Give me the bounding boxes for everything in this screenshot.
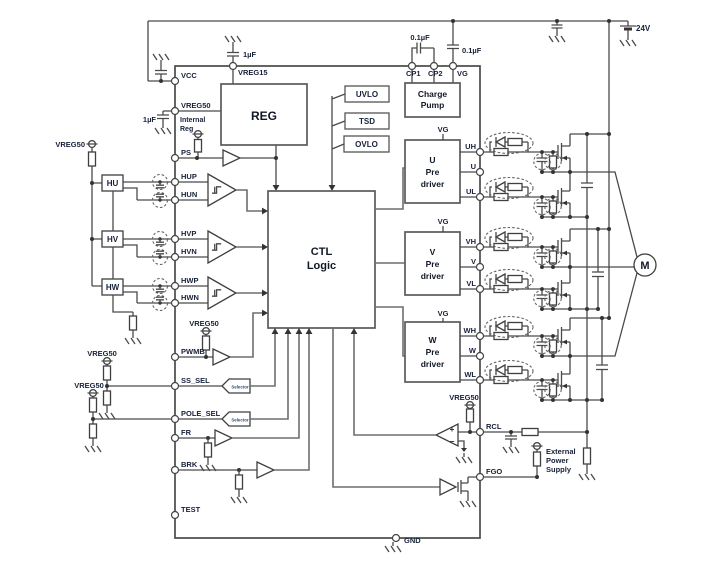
pin-label-ss-sel: SS_SEL [181, 376, 210, 385]
tsd-label: TSD [359, 117, 375, 126]
monitor-blocks: UVLO TSD OVLO [328, 85, 390, 191]
cap-vg-label: 0.1µF [462, 46, 482, 55]
pin-label-vg: VG [457, 69, 468, 78]
charge-pump-block: Charge Pump [404, 69, 461, 118]
pin-label-vcc: VCC [181, 71, 197, 80]
pin-label-rcl: RCL [486, 422, 502, 431]
vg-v-label: VG [438, 217, 449, 226]
pin-label-vh: VH [466, 237, 476, 246]
ctl-logic-block: CTL Logic [267, 190, 376, 329]
pin-label-ps: PS [181, 148, 191, 157]
ext-supply-label-3: Supply [546, 465, 572, 474]
pin-label-test: TEST [181, 505, 201, 514]
predriver-blocks: U Pre driver V Pre driver W Pre driver V… [375, 125, 480, 383]
pin-labels: VCC VREG50 PS HUP HUN HVP HVN HWP HWN PW… [181, 68, 502, 545]
motor: M [633, 253, 657, 277]
pin-label-wl: WL [464, 370, 476, 379]
charge-pump-label-1: Charge [418, 89, 448, 99]
pin-label-fr: FR [181, 428, 192, 437]
predriver-w-label-3: driver [421, 359, 445, 369]
ext-supply-label-2: Power [546, 456, 569, 465]
predriver-u-label-1: U [429, 155, 435, 165]
vg-u-label: VG [438, 125, 449, 134]
rcl-comp-minus: − [450, 437, 455, 446]
ext-supply-label-1: External [546, 447, 576, 456]
vg-w-label: VG [438, 309, 449, 318]
pin-label-hup: HUP [181, 172, 197, 181]
predriver-v-label-1: V [430, 247, 436, 257]
internal-reg-label-2: Reg [180, 126, 193, 133]
supply-24v-label: 24V [636, 24, 651, 33]
pin-label-hun: HUN [181, 190, 197, 199]
predriver-u-label-2: Pre [426, 167, 440, 177]
predriver-v-label-2: Pre [426, 259, 440, 269]
motor-label: M [640, 260, 649, 272]
predriver-w-label-1: W [428, 335, 437, 345]
hall-comparators [175, 172, 268, 311]
supply-rail-24v: 24V 1µF 1µF 0.1µF 0.1µF [143, 19, 651, 318]
pin-label-vreg50: VREG50 [181, 101, 211, 110]
ss-selector-label: Selector [231, 384, 249, 389]
fgo-external: External Power Supply [480, 441, 576, 479]
pin-label-cp2: CP2 [428, 69, 443, 78]
predriver-u-label-3: driver [421, 179, 445, 189]
predriver-w-label-2: Pre [426, 347, 440, 357]
control-inputs: VREG50 VREG50 Selector VREG50 [74, 309, 313, 504]
pole-selector-label: Selector [231, 417, 249, 422]
pin-label-pwmb: PWMB [181, 347, 205, 356]
hall-v-label: HV [107, 235, 119, 244]
vreg50-pole-label: VREG50 [74, 381, 104, 390]
cap-vreg15-label: 1µF [243, 50, 256, 59]
cap-vreg50-label: 1µF [143, 115, 156, 124]
ctl-label-1: CTL [311, 246, 333, 258]
pin-label-cp1: CP1 [406, 69, 421, 78]
reg-label: REG [251, 109, 277, 123]
pin-label-fgo: FGO [486, 467, 502, 476]
pin-label-pole-sel: POLE_SEL [181, 409, 221, 418]
ctl-label-2: Logic [307, 260, 336, 272]
gnd-pin-section [384, 541, 402, 553]
vreg50-hall-label: VREG50 [55, 140, 85, 149]
cap-flying-label: 0.1µF [410, 33, 430, 42]
pin-label-hwp: HWP [181, 276, 199, 285]
predriver-v-label-3: driver [421, 271, 445, 281]
output-stage [482, 131, 638, 481]
fgo-driver [332, 328, 480, 508]
pin-label-ul: UL [466, 187, 476, 196]
pin-label-gnd: GND [404, 536, 421, 545]
pin-label-hvn: HVN [181, 247, 197, 256]
pin-label-w: W [469, 346, 477, 355]
reg-block: REG Internal Reg [175, 69, 308, 191]
vreg50-ss-label: VREG50 [87, 349, 117, 358]
pin-label-hwn: HWN [181, 293, 199, 302]
ic-pins [170, 61, 485, 543]
internal-reg-label-1: Internal [180, 117, 205, 124]
ovlo-label: OVLO [355, 140, 378, 149]
vreg50-rcl-label: VREG50 [449, 393, 479, 402]
charge-pump-label-2: Pump [421, 100, 445, 110]
uvlo-label: UVLO [356, 90, 378, 99]
hall-u-label: HU [107, 179, 119, 188]
vreg50-pwmb-label: VREG50 [189, 319, 219, 328]
hall-w-label: HW [106, 283, 120, 292]
pin-label-wh: WH [464, 326, 477, 335]
pin-label-v: V [471, 257, 476, 266]
pin-label-brk: BRK [181, 460, 198, 469]
pin-label-uh: UH [465, 142, 476, 151]
hall-sensor-section: VREG50 HU HV HW [55, 139, 175, 345]
rcl-external [480, 427, 589, 454]
pin-label-vl: VL [466, 279, 476, 288]
pin-label-hvp: HVP [181, 229, 196, 238]
pin-label-u: U [471, 162, 476, 171]
pin-label-vreg15: VREG15 [238, 68, 268, 77]
rcl-comp-plus: + [450, 425, 455, 434]
